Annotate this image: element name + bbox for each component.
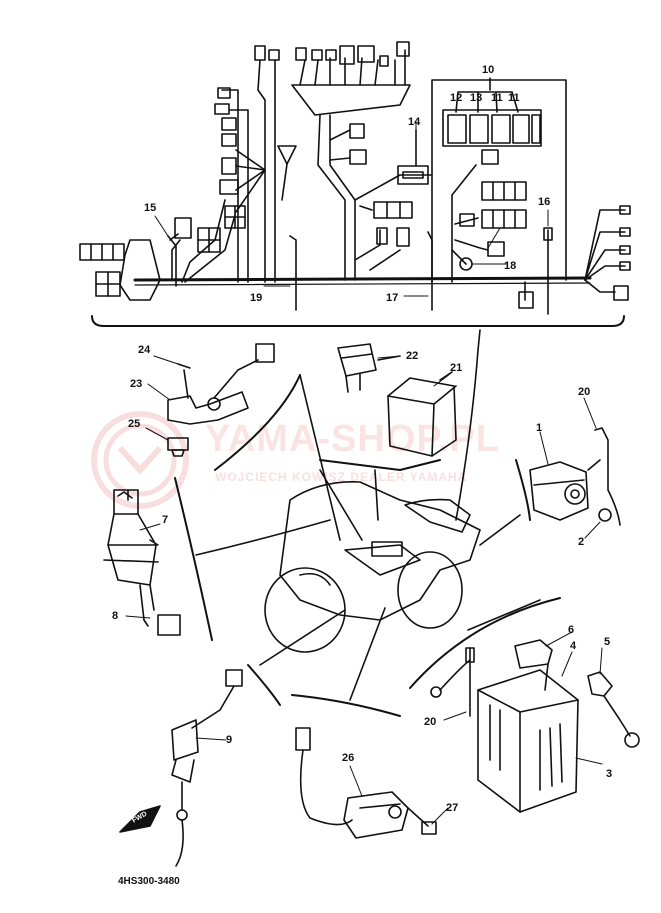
part-label-3: 3	[606, 768, 613, 780]
pointer-lines	[195, 329, 541, 701]
watermark-subtitle: WOJCIECH KOWISZ DEALER YAMAHA	[215, 470, 468, 484]
part-label-4: 4	[570, 640, 577, 652]
part-label-26: 26	[342, 752, 355, 764]
part-label-6: 6	[568, 624, 575, 636]
part-label-11a: 11	[491, 92, 503, 104]
main-wire-harness	[79, 41, 631, 315]
part-label-10: 10	[482, 64, 495, 76]
switch-9-group	[171, 669, 243, 867]
part-label-15: 15	[144, 202, 157, 214]
part-label-18: 18	[504, 260, 517, 272]
drawing-code: 4HS300-3480	[118, 876, 180, 887]
part-label-7: 7	[162, 514, 169, 526]
part-label-23: 23	[130, 378, 143, 390]
watermark-logo	[91, 411, 189, 509]
part-label-1: 1	[536, 422, 543, 434]
part-label-5: 5	[604, 636, 611, 648]
part-label-22: 22	[406, 350, 419, 362]
fwd-arrow-icon	[119, 805, 161, 833]
battery-3-group	[430, 639, 640, 813]
part-label-20-bottom: 20	[424, 716, 437, 728]
part-label-27: 27	[446, 802, 459, 814]
horn-1-group	[529, 427, 621, 526]
part-label-13: 13	[470, 92, 483, 104]
part-label-12: 12	[450, 92, 463, 104]
leader-lines	[125, 121, 603, 825]
part-label-19: 19	[250, 292, 263, 304]
part-label-25: 25	[128, 418, 141, 430]
sensor-26-group	[295, 727, 437, 839]
watermark-name: YAMA-SHOP.PL	[205, 418, 500, 460]
part-label-17: 17	[386, 292, 399, 304]
part-label-8: 8	[112, 610, 119, 622]
group-separators	[174, 374, 561, 717]
part-label-24: 24	[138, 344, 151, 356]
part-label-20-top: 20	[578, 386, 591, 398]
part-label-2: 2	[578, 536, 585, 548]
part-label-11b: 11	[508, 92, 520, 104]
part-label-16: 16	[538, 196, 551, 208]
part-label-21: 21	[450, 362, 463, 374]
relay-22	[337, 343, 401, 393]
motorcycle-outline	[264, 481, 481, 653]
switch-7-group	[103, 489, 181, 636]
part-label-14: 14	[408, 116, 421, 128]
harness-bracket	[91, 315, 625, 327]
sensor-23-group	[167, 343, 275, 457]
unit-21	[387, 371, 457, 457]
part-label-9: 9	[226, 734, 233, 746]
